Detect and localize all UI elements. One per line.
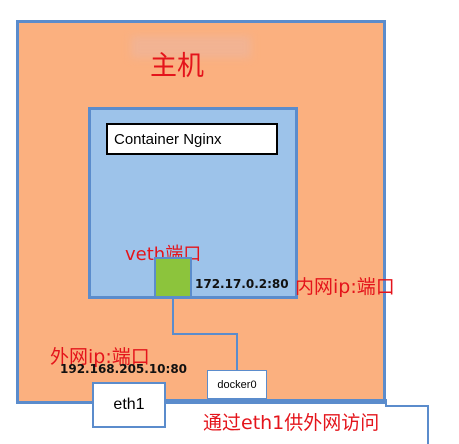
eth1-external-line (166, 399, 429, 444)
eth1-access-label: 通过eth1供外网访问 (203, 412, 380, 434)
veth-docker0-line (172, 298, 238, 370)
docker0-box: docker0 (207, 370, 267, 399)
inner-ip: 172.17.0.2:80 (195, 277, 289, 291)
eth1-box: eth1 (92, 382, 166, 428)
inner-ip-label: 内网ip:端口 (295, 276, 395, 298)
outer-ip-label: 外网ip:端口 (50, 346, 150, 368)
blurred-region (131, 36, 251, 58)
veth-port (154, 257, 192, 298)
outer-ip: 192.168.205.10:80 (60, 362, 188, 376)
container-label: Container Nginx (106, 123, 278, 155)
host-title: 主机 (150, 51, 204, 82)
